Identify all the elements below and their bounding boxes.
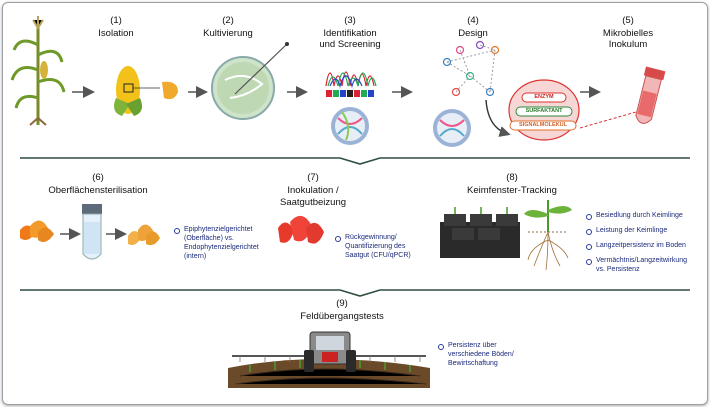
step-8-number: (8)	[506, 172, 518, 183]
seedling-roots-icon	[524, 200, 572, 271]
note-inokulation-3: Saatgut (CFU/qPCR)	[345, 252, 411, 259]
note-sterilisation-4: (intern)	[184, 253, 207, 260]
step-1-number: (1)	[110, 15, 122, 26]
design-label-enzym: ENZYM	[534, 94, 554, 100]
bullet-icon	[586, 259, 592, 265]
note-feld-2: verschiedene Böden/	[448, 351, 514, 358]
band-divider-top	[20, 157, 690, 165]
note-feld-1: Persistenz über	[448, 342, 497, 349]
step-3-title-line1: Identifikation	[323, 28, 377, 39]
step-5-title-line2: Inokulum	[608, 39, 648, 50]
note-sterilisation-3: Endophytenzielgerichtet	[184, 244, 259, 251]
note-tracking-1: Besiedlung durch Keimlinge	[596, 212, 683, 219]
design-label-surfaktant: SURFAKTANT	[525, 108, 563, 114]
step-2-title: Kultivierung	[203, 28, 253, 39]
note-sterilisation-2: (Oberfläche) vs.	[184, 235, 234, 242]
note-tracking-5: vs. Persistenz	[596, 266, 640, 273]
bullet-icon	[438, 344, 444, 350]
circos-plot-icon	[331, 107, 369, 145]
coated-seeds-icon	[278, 215, 324, 244]
inoculum-tube-icon	[635, 66, 666, 124]
step-3-title-line2: und Screening	[319, 39, 381, 50]
step-1-title: Isolation	[98, 28, 134, 39]
sequencing-chromatogram-icon	[325, 71, 377, 97]
design-label-signalmolekuel: SIGNALMOLEKÜL	[519, 122, 567, 128]
step-4-title: Design	[458, 28, 488, 39]
bullet-icon	[586, 229, 592, 235]
step-9-number: (9)	[336, 298, 348, 309]
step-5-title-line1: Mikrobielles	[602, 28, 654, 39]
note-inokulation-2: Quantifizierung des	[345, 243, 406, 250]
step-4-number: (4)	[467, 15, 479, 26]
step-7-number: (7)	[307, 172, 319, 183]
note-tracking-4: Vermächtnis/Langzeitwirkung	[596, 257, 688, 264]
design-bubble	[508, 79, 580, 141]
step-6-title: Oberflächensterilisation	[48, 185, 148, 196]
step-6-number: (6)	[92, 172, 104, 183]
step-3-number: (3)	[344, 15, 356, 26]
note-feld-3: Bewirtschaftung	[448, 360, 498, 367]
bullet-icon	[335, 236, 341, 242]
note-inokulation-1: Rückgewinnung/	[345, 234, 397, 241]
band-divider-bottom	[20, 289, 690, 297]
seeds-before-icon	[20, 220, 54, 242]
corn-plant-icon	[10, 16, 66, 126]
curved-arrow	[485, 99, 511, 137]
note-tracking-3: Langzeitpersistenz im Boden	[596, 242, 686, 249]
step-2-number: (2)	[222, 15, 234, 26]
note-sterilisation-1: Epiphytenzielgerichtet	[184, 226, 253, 233]
petri-dish-icon	[211, 42, 289, 120]
corn-cob-icon	[114, 66, 178, 116]
germination-trays-icon	[440, 207, 520, 258]
seeds-after-icon	[128, 224, 160, 246]
bullet-icon	[586, 244, 592, 250]
step-9-title: Feldübergangstests	[300, 311, 384, 322]
sterilisation-tube-icon	[82, 204, 102, 260]
step-8-title: Keimfenster-Tracking	[467, 185, 557, 196]
note-tracking-2: Leistung der Keimlinge	[596, 227, 668, 234]
bullet-icon	[174, 228, 180, 234]
field-tractor-icon	[228, 331, 430, 388]
bullet-icon	[586, 214, 592, 220]
step-7-title-line2: Saatgutbeizung	[279, 197, 347, 208]
step-5-number: (5)	[622, 15, 634, 26]
network-design-icon	[442, 40, 500, 97]
circos-plot-icon-2	[433, 109, 471, 147]
step-7-title-line1: Inokulation /	[287, 185, 339, 196]
